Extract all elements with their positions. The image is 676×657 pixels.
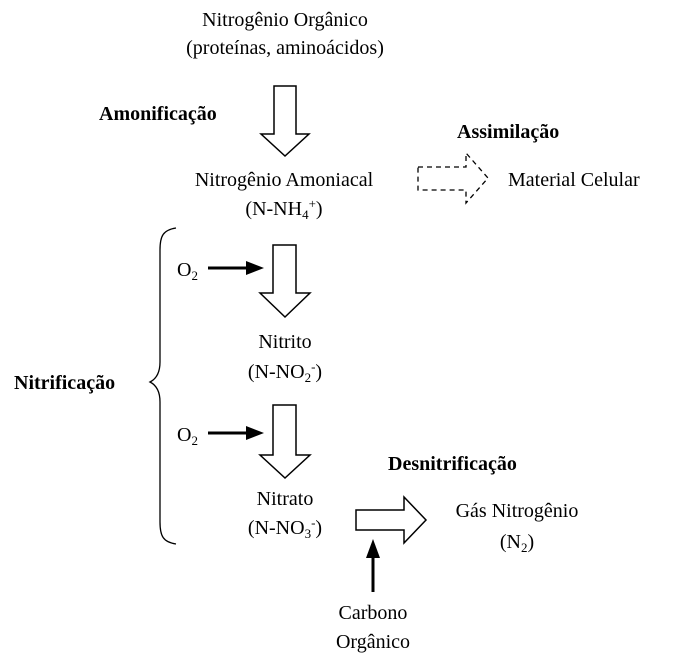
nitrification-label: Nitrificação <box>14 372 116 394</box>
nitrification-brace <box>148 227 177 545</box>
nitrate-title: Nitrato <box>256 488 314 510</box>
nitrate-formula: (N-NO3-) <box>247 515 323 541</box>
organic-carbon-title: Carbono <box>338 602 408 624</box>
ammonia-nitrogen-formula: (N-NH4+) <box>245 196 323 222</box>
ammonification-label: Amonificação <box>99 103 217 125</box>
ammonification-arrow <box>259 85 311 158</box>
carbon-arrow <box>366 539 380 592</box>
organic-nitrogen-subtitle: (proteínas, aminoácidos) <box>186 37 384 59</box>
denitrification-arrow <box>355 495 428 545</box>
oxygen-arrow-2 <box>208 426 264 440</box>
nitrite-formula: (N-NO2-) <box>247 359 323 385</box>
cell-material-label: Material Celular <box>508 169 640 191</box>
denitrification-label: Desnitrificação <box>388 453 517 475</box>
ammonia-nitrogen-title: Nitrogênio Amoniacal <box>194 169 374 191</box>
nitrogen-gas-formula: (N2) <box>499 531 535 555</box>
oxygen-input-2: O2 <box>177 424 198 448</box>
nitrification-arrow-2 <box>258 404 312 480</box>
nitrite-title: Nitrito <box>258 331 312 353</box>
assimilation-label: Assimilação <box>457 121 560 143</box>
organic-nitrogen-title: Nitrogênio Orgânico <box>202 9 368 31</box>
organic-carbon-subtitle: Orgânico <box>335 631 411 653</box>
oxygen-input-1: O2 <box>177 259 198 283</box>
oxygen-arrow-1 <box>208 261 264 275</box>
nitrification-arrow-1 <box>258 244 312 319</box>
nitrogen-gas-title: Gás Nitrogênio <box>455 500 579 522</box>
assimilation-arrow <box>417 151 489 205</box>
